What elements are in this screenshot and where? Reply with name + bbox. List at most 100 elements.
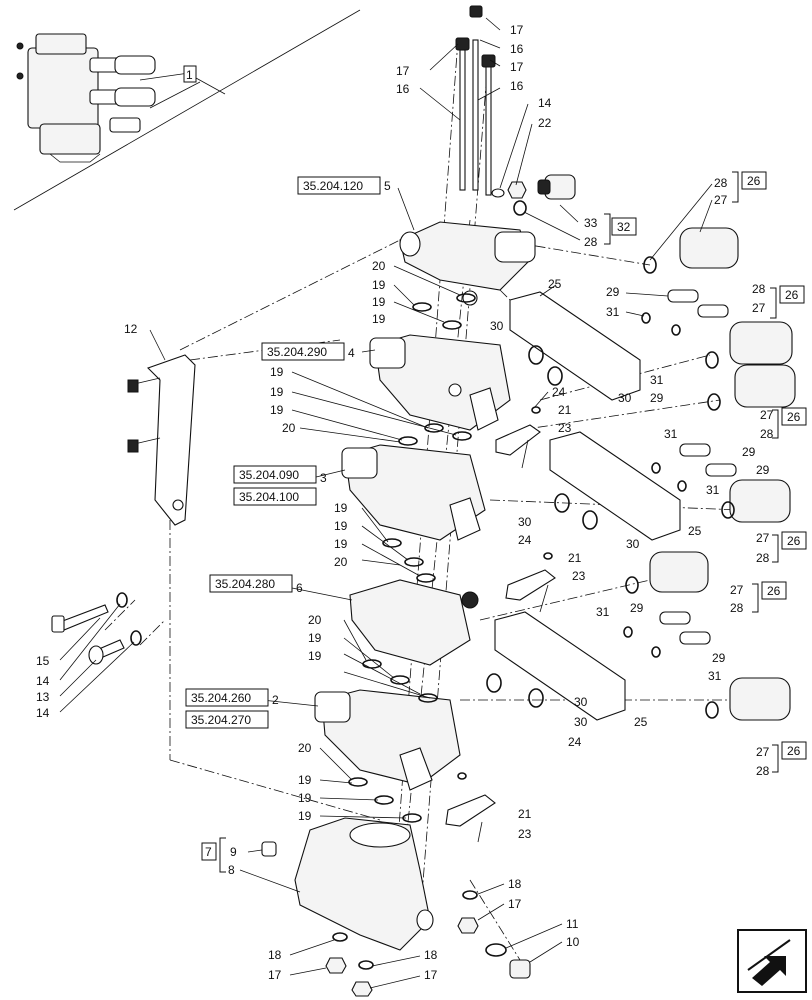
callout-20: 20 [282,421,296,435]
callout-19: 19 [372,278,386,292]
valve-section-6 [349,579,479,666]
callout-28: 28 [756,551,770,565]
callout-10: 10 [566,935,580,949]
callout-30: 30 [574,715,588,729]
callout-27: 27 [714,193,728,207]
callout-30: 30 [490,319,504,333]
reference-35-204-290[interactable]: 35.204.290 [267,345,327,359]
callout-20: 20 [334,555,348,569]
callout-19: 19 [298,773,312,787]
callout-22: 22 [538,116,552,130]
callout-12: 12 [124,322,138,336]
callout-24: 24 [552,385,566,399]
callout-19: 19 [372,312,386,326]
callout-29: 29 [756,463,770,477]
cartridges-27 [649,227,796,721]
reference-box-5 [297,176,381,195]
callout-31: 31 [664,427,678,441]
callout-21: 21 [558,403,572,417]
callout-20: 20 [372,259,386,273]
reference-box-3a [233,465,317,484]
reference-35-204-270[interactable]: 35.204.270 [191,713,251,727]
group-label-32[interactable]: 32 [617,220,631,234]
callout-19: 19 [372,295,386,309]
reference-35-204-280[interactable]: 35.204.280 [215,577,275,591]
group-label-26[interactable]: 26 [785,288,799,302]
springs-and-rings [486,256,737,719]
callout-31: 31 [706,483,720,497]
callout-30: 30 [626,537,640,551]
view-label: 1 [186,68,193,82]
callout-19: 19 [334,537,348,551]
valve-section-5 [399,221,536,306]
callout-5: 5 [384,179,391,193]
callout-29: 29 [630,601,644,615]
callout-31: 31 [596,605,610,619]
callout-29: 29 [650,391,664,405]
callout-29: 29 [606,285,620,299]
group-label-26[interactable]: 26 [787,410,801,424]
callout-27: 27 [730,583,744,597]
callout-19: 19 [308,649,322,663]
callout-19: 19 [308,631,322,645]
valve-section-3 [341,444,486,541]
callout-25: 25 [634,715,648,729]
group-label-26[interactable]: 26 [767,584,781,598]
return-arrow-icon[interactable] [737,929,807,993]
callout-16: 16 [396,82,410,96]
callout-17: 17 [510,23,524,37]
screws-and-washers [51,592,142,665]
side-plates-25 [494,291,681,721]
callout-27: 27 [756,745,770,759]
reference-35-204-260[interactable]: 35.204.260 [191,691,251,705]
callout-9: 9 [230,845,237,859]
group-7-bracket: 7 [201,837,226,873]
callout-3: 3 [320,471,327,485]
group-label-26[interactable]: 26 [787,744,801,758]
group-label-7[interactable]: 7 [205,845,212,859]
callout-25: 25 [548,277,562,291]
callout-28: 28 [756,764,770,778]
callout-28: 28 [760,427,774,441]
callout-19: 19 [270,403,284,417]
callout-17: 17 [508,897,522,911]
leader-lines [59,17,713,989]
callout-27: 27 [756,531,770,545]
valve-section-2 [314,689,461,791]
callout-14: 14 [36,706,50,720]
group-label-26[interactable]: 26 [787,534,801,548]
callout-27: 27 [752,301,766,315]
reference-box-4 [261,342,345,361]
reference-35-204-120[interactable]: 35.204.120 [303,179,363,193]
callout-20: 20 [308,613,322,627]
callout-18: 18 [424,948,438,962]
callout-8: 8 [228,863,235,877]
group-26-brackets: 26 26 26 26 26 26 [732,171,807,773]
reference-35-204-090[interactable]: 35.204.090 [239,468,299,482]
callout-17: 17 [396,64,410,78]
group-label-26[interactable]: 26 [747,174,761,188]
callout-23: 23 [518,827,532,841]
reference-box-6 [209,574,293,593]
callout-31: 31 [650,373,664,387]
callout-24: 24 [518,533,532,547]
lever-assemblies [445,406,556,843]
reference-35-204-100[interactable]: 35.204.100 [239,490,299,504]
callout-28: 28 [714,176,728,190]
callout-28: 28 [752,282,766,296]
callout-31: 31 [606,305,620,319]
callout-19: 19 [298,791,312,805]
callout-19: 19 [334,501,348,515]
reference-box-2b [185,710,269,729]
callout-19: 19 [334,519,348,533]
callout-23: 23 [572,569,586,583]
reference-box-2a [185,688,269,707]
callout-31: 31 [708,669,722,683]
callout-30: 30 [618,391,632,405]
callout-17: 17 [268,968,282,982]
callout-16: 16 [510,79,524,93]
callout-2: 2 [272,693,279,707]
tie-rods [455,5,496,196]
reference-box-3b [233,487,317,506]
